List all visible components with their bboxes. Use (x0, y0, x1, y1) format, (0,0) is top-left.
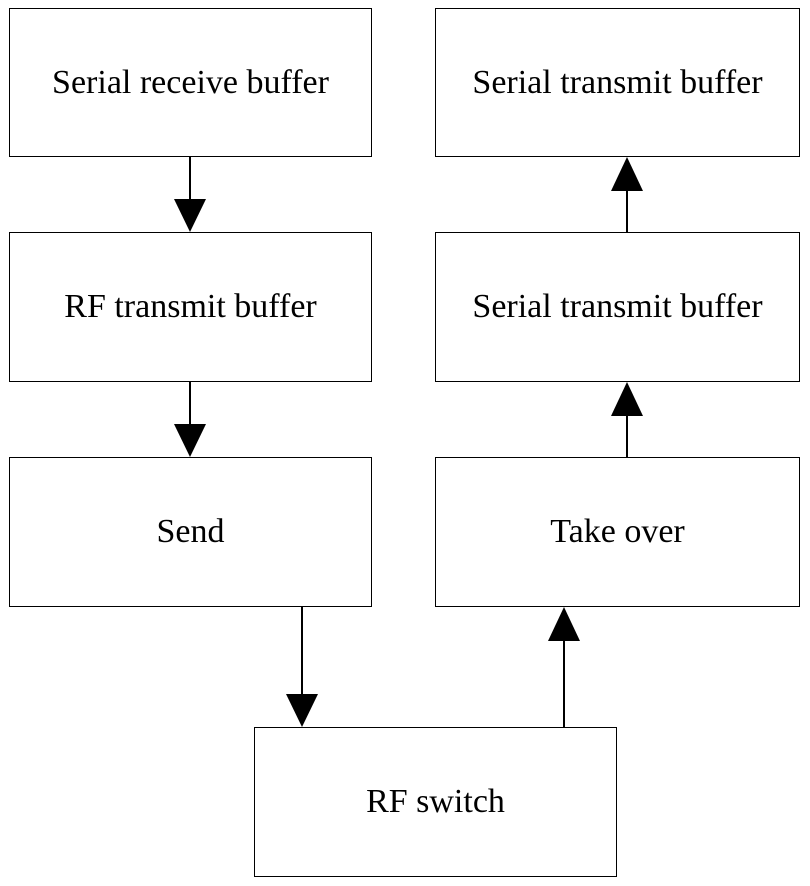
take-over-box: Take over (435, 457, 800, 607)
arrow-rf-switch-to-take-over (548, 607, 580, 727)
arrow-take-over-to-serial-transmit-mid (611, 382, 643, 457)
serial-transmit-buffer-top-box: Serial transmit buffer (435, 8, 800, 157)
serial-transmit-buffer-mid-box: Serial transmit buffer (435, 232, 800, 382)
arrow-serial-receive-to-rf-transmit (174, 157, 206, 232)
arrow-rf-transmit-to-send (174, 382, 206, 457)
serial-transmit-buffer-top-label: Serial transmit buffer (472, 63, 763, 101)
arrow-send-to-rf-switch (286, 607, 318, 727)
serial-transmit-buffer-mid-label: Serial transmit buffer (472, 288, 763, 325)
serial-receive-buffer-label: Serial receive buffer (52, 63, 329, 101)
rf-switch-box: RF switch (254, 727, 617, 877)
take-over-label: Take over (550, 513, 685, 550)
rf-switch-label: RF switch (366, 783, 505, 820)
arrow-serial-transmit-mid-to-top (611, 157, 643, 232)
serial-receive-buffer-box: Serial receive buffer (9, 8, 372, 157)
send-box: Send (9, 457, 372, 607)
rf-transmit-buffer-box: RF transmit buffer (9, 232, 372, 382)
rf-transmit-buffer-label: RF transmit buffer (64, 288, 317, 325)
send-label: Send (156, 513, 225, 550)
